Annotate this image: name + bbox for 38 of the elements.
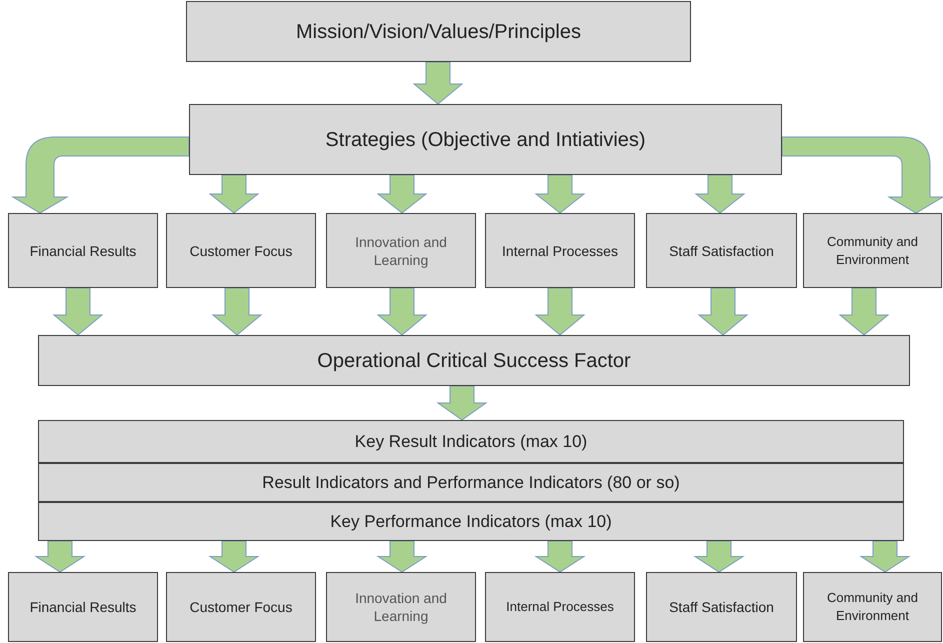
process-box: Innovation and Learning [326, 213, 476, 288]
process-box: Internal Processes [485, 213, 635, 288]
block-arrow [534, 540, 586, 573]
block-arrow [376, 174, 428, 214]
block-arrow [376, 540, 428, 573]
process-box: Internal Processes [485, 572, 635, 642]
process-box: Key Result Indicators (max 10) [38, 420, 904, 463]
process-box: Financial Results [8, 213, 158, 288]
block-arrow [859, 540, 911, 573]
process-box: Customer Focus [166, 213, 316, 288]
block-arrow [782, 136, 943, 214]
block-arrow [412, 62, 464, 105]
block-arrow [212, 288, 262, 336]
process-box: Staff Satisfaction [646, 572, 797, 642]
process-box: Mission/Vision/Values/Principles [186, 1, 691, 62]
block-arrow [534, 174, 586, 214]
process-box: Community and Environment [803, 572, 942, 642]
process-box: Financial Results [8, 572, 158, 642]
process-box: Result Indicators and Performance Indicators (80 or so) [38, 463, 904, 502]
block-arrow [12, 136, 190, 214]
process-box: Innovation and Learning [326, 572, 476, 642]
block-arrow [694, 174, 746, 214]
process-box: Staff Satisfaction [646, 213, 797, 288]
block-arrow [208, 540, 260, 573]
process-box: Customer Focus [166, 572, 316, 642]
process-box: Key Performance Indicators (max 10) [38, 502, 904, 541]
block-arrow [838, 288, 890, 336]
block-arrow [376, 288, 428, 336]
block-arrow [534, 288, 586, 336]
process-box: Community and Environment [803, 213, 942, 288]
block-arrow [436, 386, 488, 421]
process-box: Strategies (Objective and Intiativies) [189, 104, 782, 175]
process-box: Operational Critical Success Factor [38, 335, 910, 386]
block-arrow [34, 540, 86, 573]
block-arrow [208, 174, 260, 214]
block-arrow [693, 540, 745, 573]
block-arrow [698, 288, 748, 336]
block-arrow [52, 288, 104, 336]
